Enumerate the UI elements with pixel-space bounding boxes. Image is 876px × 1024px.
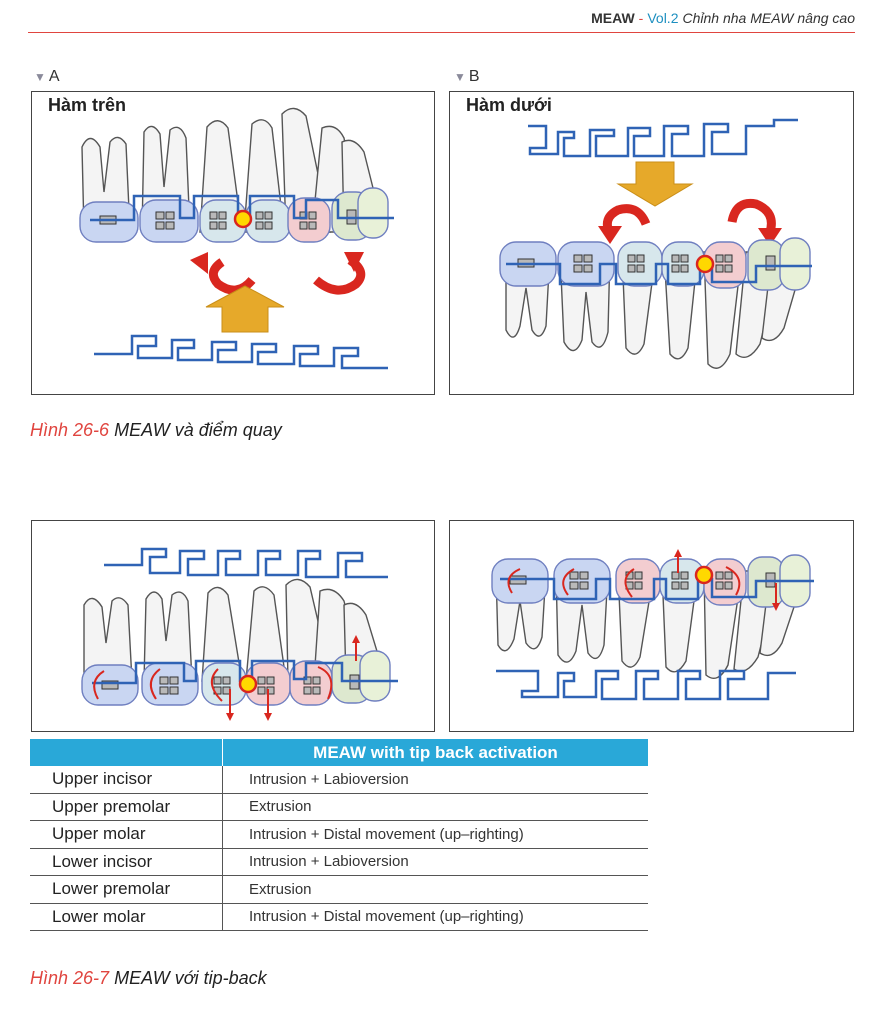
header-brand: MEAW <box>591 10 635 26</box>
up-arrow-icon <box>352 635 360 643</box>
rotation-center-icon <box>238 674 258 694</box>
movement-cell: Intrusion + Distal movement (up–righting… <box>222 903 648 931</box>
table-header-blank <box>30 739 223 766</box>
header-separator: - <box>638 10 644 26</box>
lower-tipback-illustration <box>491 549 814 701</box>
tooth-cell: Lower incisor <box>30 848 223 876</box>
movement-cell: Intrusion + Distal movement (up–righting… <box>222 820 648 849</box>
down-arrow-icon <box>772 603 780 611</box>
table-row: Lower incisor Intrusion + Labioversion <box>30 848 648 876</box>
triangle-marker-icon: ▼ <box>454 70 466 84</box>
panel-c-upper-tipback <box>31 520 435 732</box>
caption-number: Hình 26-6 <box>30 420 110 440</box>
lower-jaw-illustration <box>499 118 812 369</box>
panel-a-title: Hàm trên <box>48 95 127 115</box>
movement-cell: Extrusion <box>222 793 648 821</box>
down-arrow-icon <box>264 713 272 721</box>
meaw-activation-table: MEAW with tip back activation Upper inci… <box>30 739 648 931</box>
tooth-cell: Lower premolar <box>30 875 223 904</box>
table-row: Lower molar Intrusion + Distal movement … <box>30 903 648 931</box>
table-row: Upper premolar Extrusion <box>30 793 648 821</box>
panel-d-lower-tipback <box>449 520 854 732</box>
triangle-marker-icon: ▼ <box>34 70 46 84</box>
tooth-cell: Upper premolar <box>30 793 223 821</box>
figure-26-7-caption: Hình 26-7 MEAW với tip-back <box>30 968 267 989</box>
caption-text: MEAW và điểm quay <box>114 420 282 440</box>
rotation-center-icon <box>695 254 715 274</box>
tooth-cell: Lower molar <box>30 903 223 931</box>
caption-text: MEAW với tip-back <box>114 968 267 988</box>
panel-b-label: ▼B <box>454 68 480 86</box>
rotation-center-icon <box>694 565 714 585</box>
panel-a-upper-jaw: Hàm trên <box>31 91 435 395</box>
header-volume: Vol.2 <box>647 10 679 26</box>
premolar-tooth <box>245 586 287 682</box>
table-header-title: MEAW with tip back activation <box>222 739 648 766</box>
panel-b-title: Hàm dưới <box>466 95 552 115</box>
movement-cell: Intrusion + Labioversion <box>222 766 648 794</box>
upper-jaw-illustration <box>79 107 394 370</box>
caption-number: Hình 26-7 <box>30 968 110 988</box>
tooth-cell: Upper incisor <box>30 766 223 794</box>
down-arrow-icon <box>616 161 694 207</box>
rotate-arrow-icon <box>190 252 208 274</box>
panel-b-letter: B <box>468 68 480 85</box>
molar-tooth <box>83 597 133 682</box>
panel-a-label: ▼A <box>34 68 60 86</box>
table-row: Upper molar Intrusion + Distal movement … <box>30 820 648 849</box>
rotate-arrow-icon <box>758 228 782 246</box>
molar-tooth <box>143 591 193 682</box>
table-header-row: MEAW with tip back activation <box>30 739 648 766</box>
movement-cell: Intrusion + Labioversion <box>222 848 648 876</box>
rotate-arrow-icon <box>598 226 622 244</box>
up-arrow-icon <box>674 549 682 557</box>
upper-tipback-illustration <box>81 547 398 721</box>
panel-b-lower-jaw: Hàm dưới <box>449 91 854 395</box>
header-book-title: Chỉnh nha MEAW nâng cao <box>682 10 855 26</box>
header-divider <box>28 32 855 33</box>
panel-a-letter: A <box>48 68 60 85</box>
rotate-arrow-icon <box>344 252 364 272</box>
down-arrow-icon <box>226 713 234 721</box>
table-row: Upper incisor Intrusion + Labioversion <box>30 766 648 794</box>
rotation-center-icon <box>233 209 253 229</box>
tooth-cell: Upper molar <box>30 820 223 849</box>
movement-cell: Extrusion <box>222 875 648 904</box>
premolar-tooth <box>201 586 243 682</box>
up-arrow-icon <box>205 285 285 333</box>
figure-26-6-caption: Hình 26-6 MEAW và điểm quay <box>30 420 282 441</box>
table-row: Lower premolar Extrusion <box>30 875 648 904</box>
